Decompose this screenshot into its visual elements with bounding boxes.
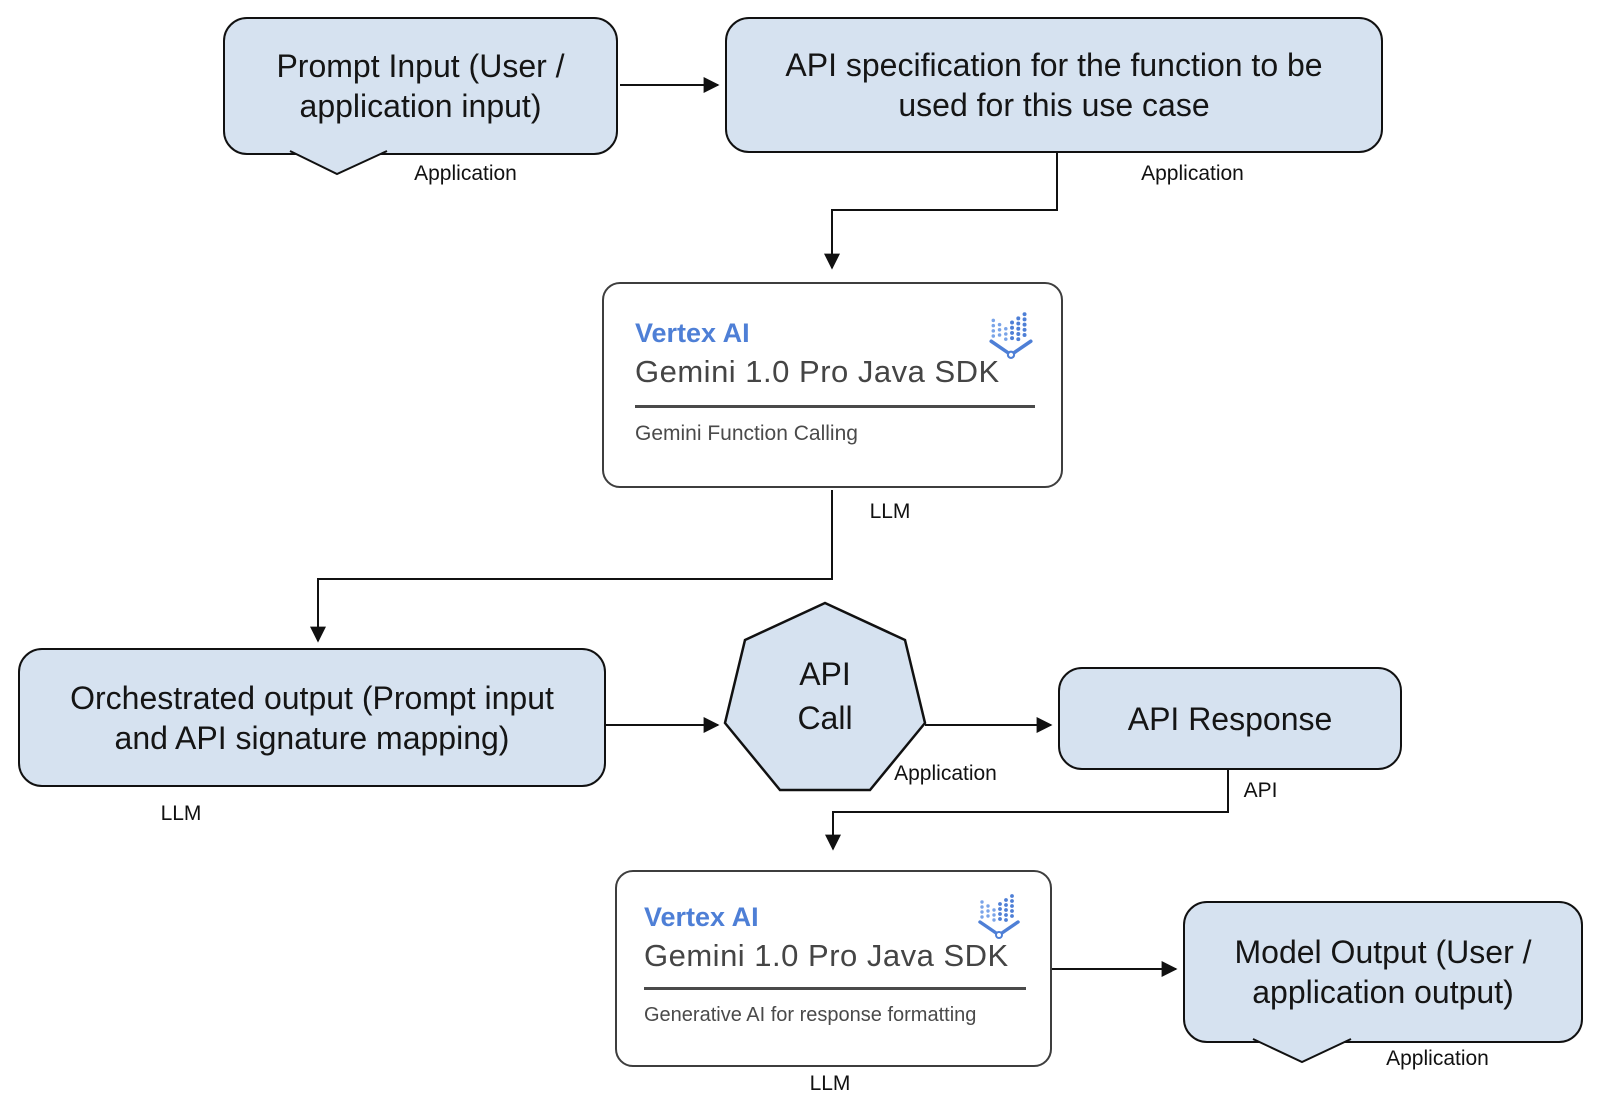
node-model-output-label: Model Output (User / application output) bbox=[1234, 934, 1532, 1010]
vertex-ai-icon bbox=[978, 894, 1020, 939]
tag-api-response: API bbox=[1243, 779, 1278, 802]
node-orchestrated-output: Orchestrated output (Prompt input and AP… bbox=[18, 648, 606, 787]
tag-llm1: LLM bbox=[869, 500, 911, 523]
connector-apispec-to-llm1 bbox=[824, 153, 1058, 270]
card2-product: Vertex AI bbox=[644, 902, 759, 932]
card2-sdk: Gemini 1.0 Pro Java SDK bbox=[644, 938, 1009, 973]
tag-prompt-input: Application bbox=[414, 162, 517, 185]
card-vertex-ai-function-calling: Vertex AI Gemini 1.0 Pro Java SDK Gemini… bbox=[602, 282, 1063, 488]
tag-model-output: Application bbox=[1386, 1047, 1489, 1070]
node-prompt-input: Prompt Input (User / application input) bbox=[223, 17, 618, 155]
vertex-ai-icon bbox=[989, 312, 1033, 359]
tag-llm2: LLM bbox=[809, 1072, 851, 1095]
node-orchestrated-output-label: Orchestrated output (Prompt input and AP… bbox=[70, 679, 554, 756]
node-api-spec-label: API specification for the function to be… bbox=[785, 47, 1323, 123]
node-api-spec: API specification for the function to be… bbox=[725, 17, 1383, 153]
tag-orchestrated-output: LLM bbox=[160, 802, 202, 825]
card2-feature: Generative AI for response formatting bbox=[644, 1004, 977, 1026]
card1-feature: Gemini Function Calling bbox=[635, 422, 858, 445]
tag-api-spec: Application bbox=[1141, 162, 1244, 185]
card-vertex-ai-response-formatting: Vertex AI Gemini 1.0 Pro Java SDK Genera… bbox=[615, 870, 1052, 1067]
node-prompt-input-label: Prompt Input (User / application input) bbox=[276, 48, 565, 124]
tag-api-call: Application bbox=[894, 762, 997, 785]
card1-product: Vertex AI bbox=[635, 318, 750, 348]
node-api-response-label: API Response bbox=[1127, 700, 1333, 737]
card2-divider bbox=[644, 987, 1026, 990]
node-api-response: API Response bbox=[1058, 667, 1402, 770]
card1-sdk: Gemini 1.0 Pro Java SDK bbox=[635, 354, 1000, 389]
connector-llm1-to-orchestrated bbox=[310, 490, 833, 643]
card1-divider bbox=[635, 405, 1035, 408]
node-model-output: Model Output (User / application output) bbox=[1183, 901, 1583, 1043]
node-api-call-label: API Call bbox=[797, 656, 853, 736]
